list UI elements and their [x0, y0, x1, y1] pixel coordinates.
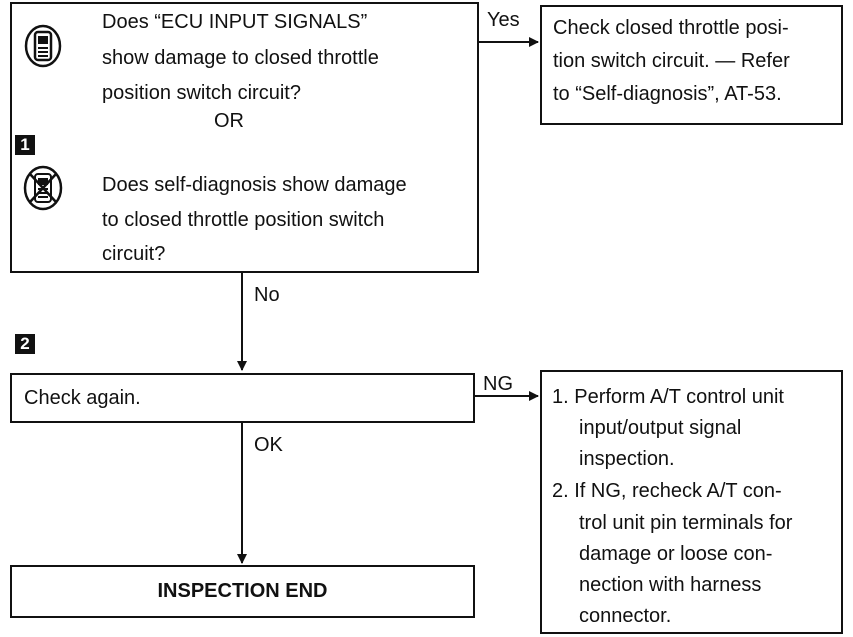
inspection-end-text: INSPECTION END	[157, 580, 328, 602]
ng-item-2-line-2: trol unit pin terminals for	[579, 512, 793, 534]
ng-item-2-line-4: nection with harness	[579, 574, 762, 596]
or-label: OR	[214, 110, 244, 132]
yes-action-line-3: to “Self-diagnosis”, AT-53.	[553, 83, 782, 105]
question-a-line-1: Does “ECU INPUT SIGNALS”	[102, 11, 368, 33]
ng-item-1-line-1: 1. Perform A/T control unit	[552, 386, 784, 408]
question-a-line-2: show damage to closed throttle	[102, 47, 379, 69]
step2-number: 2	[15, 334, 35, 354]
ng-item-2-line-1: 2. If NG, recheck A/T con-	[552, 480, 782, 502]
step2-check-box	[10, 373, 475, 423]
yes-action-line-1: Check closed throttle posi-	[553, 17, 789, 39]
ok-label: OK	[254, 434, 283, 456]
step1-question-box	[10, 2, 479, 273]
step1-number: 1	[15, 135, 35, 155]
ng-item-1-line-2: input/output signal	[579, 417, 742, 439]
question-b-line-2: to closed throttle position switch	[102, 209, 385, 231]
no-label: No	[254, 284, 280, 306]
yes-label: Yes	[487, 9, 520, 31]
consult-tester-icon	[24, 24, 62, 68]
step2-text: Check again.	[24, 387, 141, 409]
ng-label: NG	[483, 373, 513, 395]
ng-action-box	[540, 370, 843, 634]
yes-action-line-2: tion switch circuit. — Refer	[553, 50, 790, 72]
ng-item-1-line-3: inspection.	[579, 448, 675, 470]
question-b-line-3: circuit?	[102, 243, 166, 265]
ng-item-2-line-5: connector.	[579, 605, 672, 627]
question-b-line-1: Does self-diagnosis show damage	[102, 174, 407, 196]
no-tester-icon	[23, 165, 63, 211]
yes-action-box	[540, 5, 843, 125]
inspection-end-box: INSPECTION END	[10, 565, 475, 618]
ng-item-2-line-3: damage or loose con-	[579, 543, 773, 565]
question-a-line-3: position switch circuit?	[102, 82, 301, 104]
